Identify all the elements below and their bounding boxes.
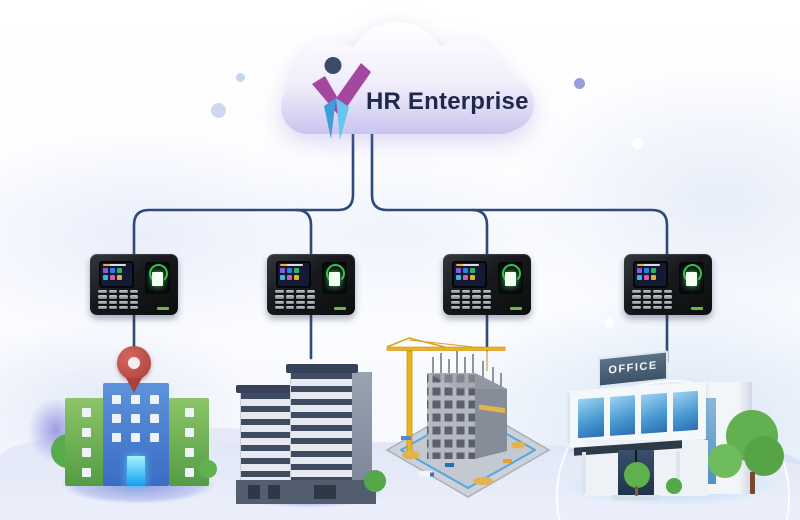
terminal-screen (276, 261, 311, 288)
biometric-terminal-3 (443, 254, 531, 315)
terminal-keypad (632, 290, 672, 309)
office-upper-floor (570, 381, 706, 449)
decor-dot (632, 138, 643, 149)
terminal-brand-mark (334, 307, 346, 310)
building-wing (65, 398, 107, 486)
fingerprint-scanner-icon (498, 262, 523, 294)
terminal-screen (99, 261, 134, 288)
screen-app-icons (456, 268, 480, 281)
terminal-keypad (451, 290, 491, 309)
fingerprint-scanner-icon (145, 262, 170, 294)
site-construction (385, 337, 551, 498)
terminal-brand-mark (691, 307, 703, 310)
highrise-tower-right (290, 372, 354, 484)
bush-icon (666, 478, 682, 494)
screen-app-icons (637, 268, 661, 281)
unfinished-building (427, 351, 507, 459)
terminal-brand-mark (510, 307, 522, 310)
vehicle-icon (401, 436, 411, 440)
vehicle-icon (503, 459, 512, 463)
terminal-brand-mark (157, 307, 169, 310)
vehicle-icon (445, 463, 454, 467)
decor-dot (174, 130, 180, 136)
biometric-terminal-1 (90, 254, 178, 315)
bush-icon (364, 470, 386, 492)
biometric-terminal-4 (624, 254, 712, 315)
office-sign: OFFICE (598, 350, 668, 388)
decor-dot (211, 103, 226, 118)
site-highrise (228, 358, 390, 508)
site-modern-office: OFFICE (558, 350, 788, 510)
screen-app-icons (280, 268, 304, 281)
page-title: HR Enterprise (366, 88, 529, 115)
building-entrance (127, 456, 145, 486)
tree-icon (624, 462, 650, 488)
highrise-tower-left (240, 392, 292, 484)
decor-dot (604, 318, 614, 328)
fingerprint-scanner-icon (679, 262, 704, 294)
truck-icon (419, 471, 432, 477)
site-office-with-pin (51, 338, 223, 513)
decor-dot (236, 73, 245, 82)
fingerprint-scanner-icon (322, 262, 347, 294)
bush-icon (199, 460, 217, 478)
terminal-keypad (98, 290, 138, 309)
decor-dot (574, 78, 585, 89)
screen-app-icons (103, 268, 127, 281)
terminal-screen (633, 261, 668, 288)
person-checkmark-logo-icon (312, 57, 371, 140)
terminal-keypad (275, 290, 315, 309)
terminal-screen (452, 261, 487, 288)
biometric-terminal-2 (267, 254, 355, 315)
